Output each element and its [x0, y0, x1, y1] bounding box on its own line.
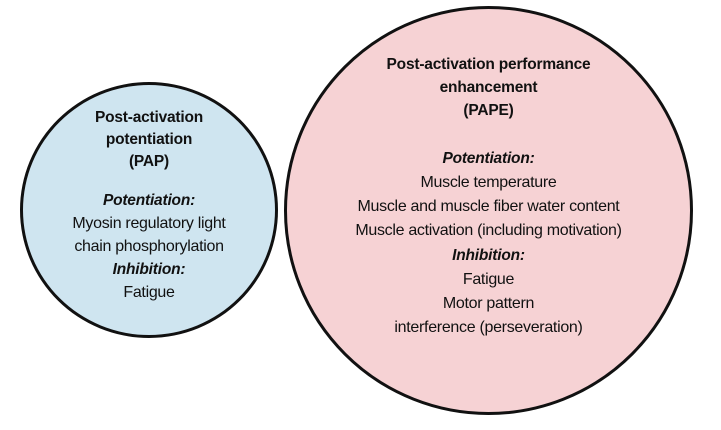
pap-title-body-spacer [23, 173, 275, 189]
pape-potentiation-item-3: Muscle activation (including motivation) [355, 222, 622, 239]
pape-title-line-3: (PAPE) [463, 102, 514, 119]
pap-potentiation-item-2: chain phosphorylation [74, 238, 224, 255]
post-activation-performance-enhancement-circle: Post-activation performance enhancement … [284, 6, 693, 415]
pape-inhibition-item-2: Motor pattern [442, 295, 535, 312]
pape-potentiation-heading: Potentiation: [442, 150, 535, 167]
pap-circle-content: Post-activation potentiation (PAP) Poten… [23, 107, 275, 304]
pap-title-line-2: potentiation [105, 131, 193, 148]
pape-title-body-spacer [287, 122, 690, 146]
pape-title-line-2: enhancement [439, 79, 538, 96]
pap-inhibition-heading: Inhibition: [112, 261, 186, 278]
pape-inhibition-item-3: interference (perseveration) [394, 319, 583, 336]
pape-inhibition-item-1: Fatigue [462, 271, 515, 288]
pape-circle-content: Post-activation performance enhancement … [287, 53, 690, 340]
pape-title-line-1: Post-activation performance [386, 56, 591, 73]
pap-title-line-3: (PAP) [128, 153, 170, 170]
pap-inhibition-item-1: Fatigue [123, 284, 175, 301]
pap-potentiation-heading: Potentiation: [102, 192, 196, 209]
post-activation-potentiation-circle: Post-activation potentiation (PAP) Poten… [20, 82, 278, 338]
pap-title-line-1: Post-activation [94, 109, 204, 126]
pape-potentiation-item-2: Muscle and muscle fiber water content [357, 198, 620, 215]
pape-potentiation-item-1: Muscle temperature [420, 174, 557, 191]
pap-potentiation-item-1: Myosin regulatory light [72, 215, 226, 232]
pape-inhibition-heading: Inhibition: [452, 247, 525, 264]
